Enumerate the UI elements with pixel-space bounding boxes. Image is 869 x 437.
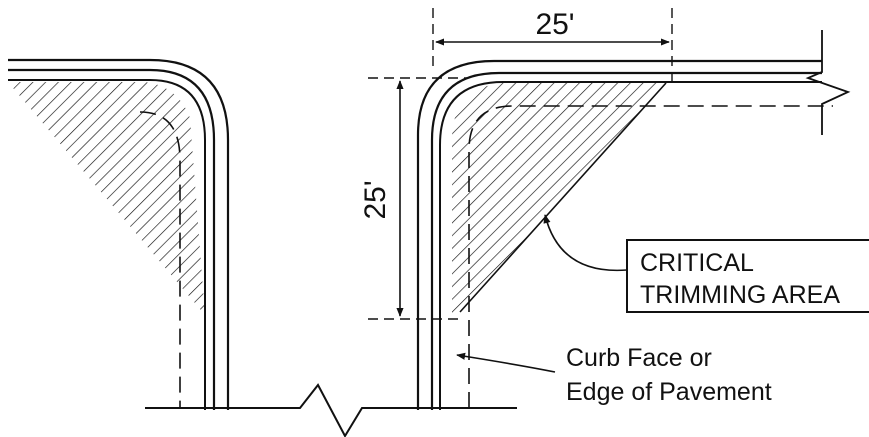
left-curb-outer [8, 58, 230, 410]
right-curb-outer [416, 59, 822, 410]
left-curb-mid [8, 68, 216, 410]
ground-line [145, 383, 517, 437]
right-dashed-offset [468, 105, 833, 408]
left-hatched-area [8, 82, 205, 315]
vertical-dimension-label: 25' [359, 180, 392, 219]
curb-callout-line2: Edge of Pavement [566, 378, 772, 406]
curb-callout-leader [456, 352, 556, 373]
dimension-horizontal: 25' [432, 8, 673, 82]
right-curb-mid [430, 71, 822, 410]
curb-callout-line1: Curb Face or [566, 344, 712, 372]
dimension-vertical: 25' [359, 77, 468, 320]
horizontal-dimension-label: 25' [535, 8, 574, 41]
critical-callout-line2: TRIMMING AREA [640, 281, 840, 309]
right-curb-inner [439, 81, 822, 410]
left-dashed-offset [139, 111, 181, 408]
left-corner [8, 58, 230, 410]
critical-callout-box [626, 239, 869, 313]
left-curb-inner [8, 79, 206, 410]
right-hatched-edge [459, 82, 667, 313]
right-corner [416, 30, 851, 410]
curb-face-callout: Curb Face or Edge of Pavement [456, 344, 772, 406]
critical-callout-leader [543, 214, 628, 272]
critical-trimming-callout: CRITICAL TRIMMING AREA [543, 214, 869, 313]
critical-callout-line1: CRITICAL [640, 249, 754, 277]
right-break-symbol [805, 30, 851, 135]
